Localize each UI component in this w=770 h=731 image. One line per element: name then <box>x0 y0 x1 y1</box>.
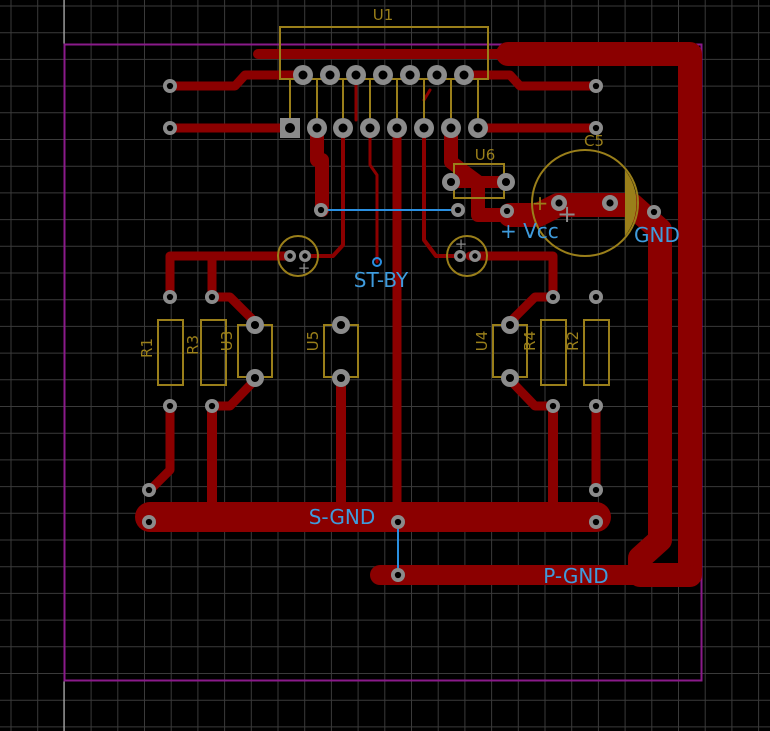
pad-hole <box>446 123 456 133</box>
pad-hole <box>208 293 216 301</box>
r1-outline <box>157 319 184 386</box>
pads-layer <box>142 65 661 582</box>
right-cap-outline <box>446 235 488 277</box>
pad-hole <box>145 486 153 494</box>
net-label-s-gnd: S-GND <box>309 505 376 529</box>
pad-hole <box>325 70 335 80</box>
pad-hole <box>365 123 375 133</box>
pad-hole <box>166 124 174 132</box>
pad-hole <box>208 402 216 410</box>
pad-hole <box>338 123 348 133</box>
pad-hole <box>298 70 308 80</box>
pad-hole <box>336 373 346 383</box>
pad-hole <box>394 518 402 526</box>
net-label-vcc: + Vcc <box>500 219 559 243</box>
pad-hole <box>505 373 515 383</box>
pad-hole <box>285 123 295 133</box>
net-label-p-gnd: P-GND <box>543 564 608 588</box>
r3-label: R3 <box>184 335 202 355</box>
pad-hole <box>302 253 308 259</box>
pad-hole <box>317 206 325 214</box>
pad-hole <box>459 70 469 80</box>
pad-hole <box>592 82 600 90</box>
pad-hole <box>250 373 260 383</box>
pad-hole <box>166 402 174 410</box>
pad-hole <box>351 70 361 80</box>
pad-hole <box>166 82 174 90</box>
pad-hole <box>606 199 614 207</box>
pad-hole <box>419 123 429 133</box>
c5-plus-a: + <box>532 191 549 215</box>
pad-hole <box>472 253 478 259</box>
pad-hole <box>432 70 442 80</box>
pad-hole <box>592 293 600 301</box>
net-label-st-by: ST-BY <box>354 268 409 292</box>
pad-hole <box>592 486 600 494</box>
pad-hole <box>501 177 511 187</box>
r1-label: R1 <box>138 338 156 358</box>
u5-label: U5 <box>304 331 322 352</box>
pad-hole <box>166 293 174 301</box>
pad-hole <box>287 253 293 259</box>
pad-hole <box>592 402 600 410</box>
pad-hole <box>394 571 402 579</box>
pad-hole <box>555 199 563 207</box>
pad-hole <box>336 320 346 330</box>
pad-hole <box>446 177 456 187</box>
pad-hole <box>250 320 260 330</box>
pad-hole <box>592 124 600 132</box>
ratsnest <box>321 209 458 575</box>
r2-label: R2 <box>564 331 582 351</box>
r4-outline <box>540 319 567 386</box>
left-cap-outline <box>277 235 319 277</box>
c5-label: C5 <box>584 132 604 150</box>
net-labels: + Vcc GND ST-BY S-GND P-GND <box>309 219 680 588</box>
pad-hole <box>454 206 462 214</box>
pad-hole <box>457 253 463 259</box>
r3-outline <box>200 319 227 386</box>
r4-label: R4 <box>521 331 539 351</box>
pad-hole <box>473 123 483 133</box>
right-cap-plus: + <box>455 235 468 253</box>
pad-hole <box>405 70 415 80</box>
pad-hole <box>392 123 402 133</box>
pad-hole <box>592 518 600 526</box>
copper-layer <box>135 42 702 587</box>
u4-label: U4 <box>473 331 491 352</box>
pad-hole <box>503 207 511 215</box>
pad-hole <box>505 320 515 330</box>
pad-hole <box>145 518 153 526</box>
c5-outline <box>531 149 639 257</box>
u1-label: U1 <box>373 6 394 24</box>
pad-hole <box>378 70 388 80</box>
pad-hole <box>312 123 322 133</box>
left-cap-plus: + <box>298 259 311 277</box>
pad-hole <box>650 208 658 216</box>
u3-label: U3 <box>218 331 236 352</box>
pad-hole <box>549 293 557 301</box>
u6-label: U6 <box>475 146 496 164</box>
r2-outline <box>583 319 610 386</box>
net-label-gnd: GND <box>634 223 680 247</box>
pad-hole <box>549 402 557 410</box>
